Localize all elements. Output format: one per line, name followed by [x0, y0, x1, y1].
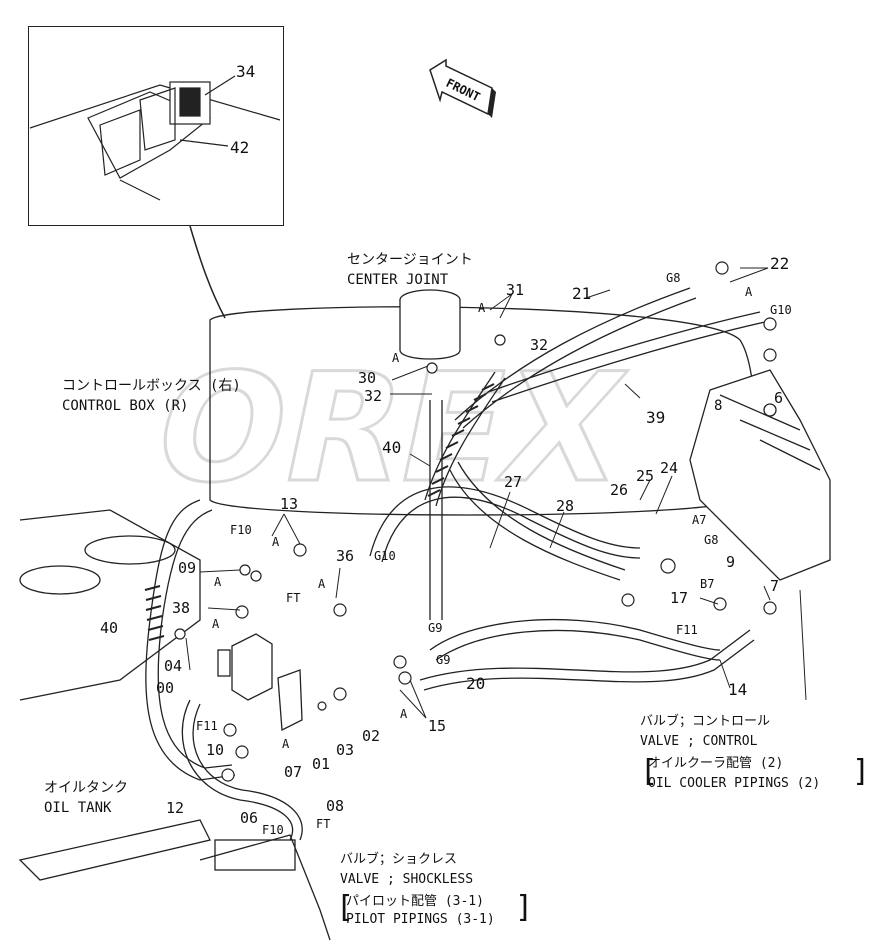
part-label: 00 — [156, 679, 175, 697]
part-label: 6 — [774, 389, 784, 407]
oil-cooler-label-jp: オイルクーラ配管 (2) — [648, 756, 784, 771]
part-label: 08 — [326, 797, 345, 815]
pilot-pipings-label-jp: パイロット配管 (3-1) — [346, 894, 484, 909]
port-label: A — [745, 285, 753, 299]
leader-lines — [185, 267, 807, 719]
inset-leader-line — [189, 225, 226, 319]
part-label: 31 — [506, 281, 525, 299]
part-label: 32 — [364, 387, 383, 405]
part-label: 20 — [466, 674, 486, 693]
part-label: 39 — [646, 408, 666, 427]
port-label: F10 — [262, 823, 284, 837]
control-box-label-en: CONTROL BOX (R) — [62, 398, 189, 414]
part-label: 24 — [660, 459, 679, 477]
port-label: A — [478, 301, 486, 315]
port-label: F10 — [230, 523, 252, 537]
part-label: 25 — [636, 467, 655, 485]
port-label: B7 — [700, 577, 715, 591]
valve-shockless-label-jp: バルブ；ショクレス — [340, 852, 458, 867]
port-label: G8 — [704, 533, 719, 547]
center-joint-label-en: CENTER JOINT — [347, 272, 449, 288]
port-label: F11 — [676, 623, 698, 637]
part-label: 40 — [382, 438, 402, 457]
hose-lines — [145, 287, 766, 841]
oil-cooler-label-en: OIL COOLER PIPINGS (2) — [648, 776, 821, 791]
part-label: 38 — [172, 599, 191, 617]
port-label: G10 — [374, 549, 396, 563]
port-label: A — [272, 535, 280, 549]
port-label: G8 — [666, 271, 681, 285]
control-box-label-jp: コントロールボックス (右) — [62, 378, 241, 394]
port-label: G9 — [428, 621, 443, 635]
part-label: 12 — [166, 799, 185, 817]
pilot-pipings-label-en: PILOT PIPINGS (3-1) — [346, 912, 495, 927]
part-label: 04 — [164, 657, 183, 675]
oil-tank-label-jp: オイルタンク — [44, 780, 128, 796]
spiral-guard — [144, 383, 495, 641]
valve-shockless-label-en: VALVE ; SHOCKLESS — [340, 872, 474, 887]
valve-control-label-jp: バルブ；コントロール — [640, 714, 771, 729]
part-label: 28 — [556, 497, 575, 515]
part-label: 09 — [178, 559, 197, 577]
oil-tank-label-en: OIL TANK — [44, 800, 112, 816]
part-label: 02 — [362, 727, 381, 745]
part-label: 30 — [358, 369, 377, 387]
part-label: 07 — [284, 763, 303, 781]
part-label: 15 — [428, 717, 447, 735]
center-joint-label-jp: センタージョイント — [347, 252, 473, 268]
port-label: A — [282, 737, 290, 751]
port-label: G10 — [770, 303, 792, 317]
part-label: 9 — [726, 553, 736, 571]
shockless-valve-body — [217, 633, 303, 732]
port-label: A — [392, 351, 400, 365]
port-label: FT — [286, 591, 301, 605]
port-label: G9 — [436, 653, 451, 667]
part-label: 34 — [236, 62, 256, 81]
part-label: 21 — [572, 284, 592, 303]
front-arrow-icon — [429, 58, 496, 118]
part-label: 22 — [770, 254, 790, 273]
port-label: A7 — [692, 513, 707, 527]
note-bracket-right: ] — [852, 754, 870, 789]
note-bracket-left: [ — [640, 754, 659, 789]
part-label: 01 — [312, 755, 331, 773]
port-label: A — [318, 577, 326, 591]
part-label: 36 — [336, 547, 355, 565]
fittings — [174, 261, 777, 782]
valve-control-label-en: VALVE ; CONTROL — [640, 734, 758, 749]
port-label: A — [212, 617, 220, 631]
part-label: 10 — [206, 741, 225, 759]
note-bracket-left: [ — [336, 890, 355, 925]
part-label: 03 — [336, 741, 355, 759]
part-label: 13 — [280, 495, 299, 513]
inset-detail-frame — [28, 26, 284, 226]
note-bracket-right: ] — [515, 890, 534, 925]
part-label: 42 — [230, 138, 250, 157]
oil-tank-drawing — [18, 509, 331, 941]
port-label: F11 — [196, 719, 218, 733]
inset-switch-drawing — [29, 75, 281, 201]
port-label: FT — [316, 817, 331, 831]
control-valve-body — [689, 369, 831, 581]
part-label: 26 — [610, 481, 629, 499]
port-label: A — [214, 575, 222, 589]
part-label: 8 — [714, 398, 723, 414]
part-label: 7 — [770, 577, 780, 595]
part-label: 06 — [240, 809, 259, 827]
port-label: A — [400, 707, 408, 721]
part-label: 17 — [670, 589, 689, 607]
part-label: 27 — [504, 473, 523, 491]
center-joint-body — [399, 289, 461, 360]
part-label: 40 — [100, 619, 119, 637]
part-label: 32 — [530, 336, 549, 354]
part-label: 14 — [728, 680, 748, 699]
